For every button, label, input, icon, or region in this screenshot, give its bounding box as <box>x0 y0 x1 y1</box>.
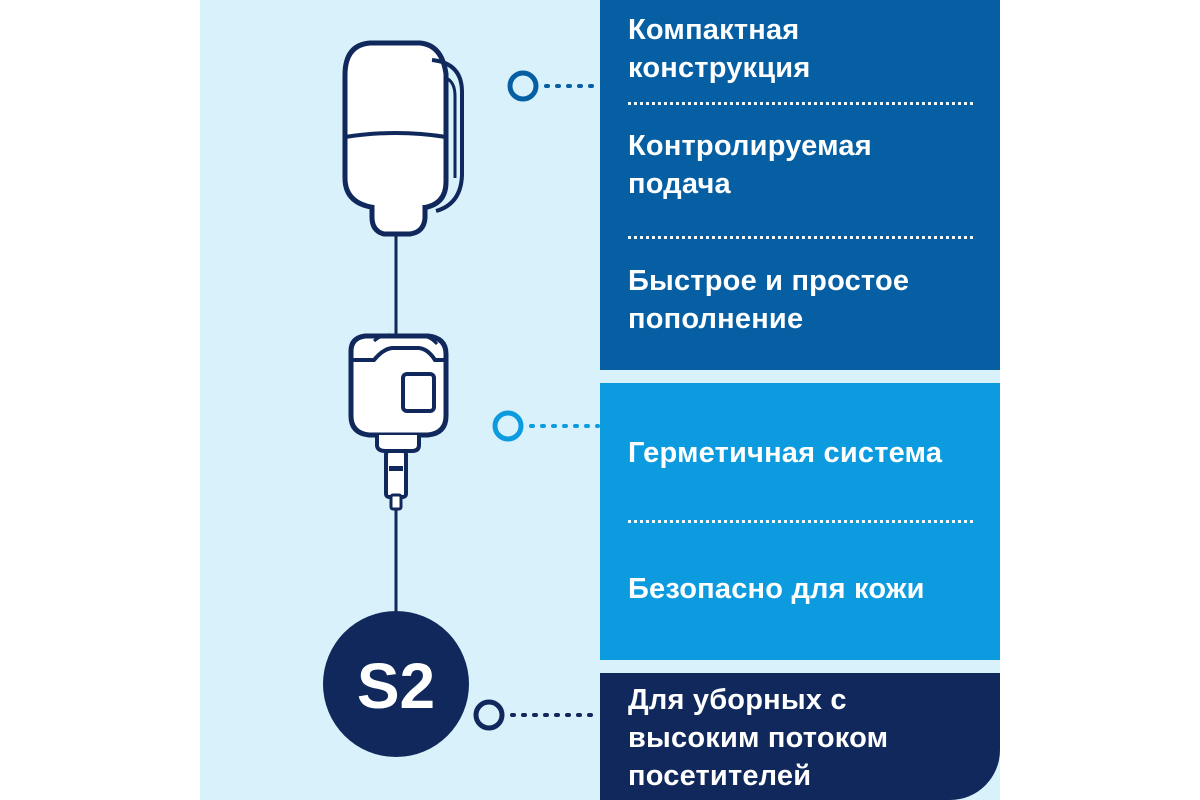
top-callout-connector <box>507 70 600 102</box>
feature-easy-refill: Быстрое и простое пополнение <box>628 265 910 335</box>
s2-badge: S2 <box>323 611 469 757</box>
feature-sealed-system: Герметичная система <box>628 437 943 469</box>
bottom-feature-panel: Для уборных с высоким потоком посетителе… <box>600 673 1000 800</box>
feature-separator <box>628 236 973 239</box>
svg-text:S2: S2 <box>357 650 435 722</box>
bottom-callout-connector <box>473 699 600 731</box>
dispenser-icon <box>342 40 464 237</box>
feature-high-traffic-restrooms: Для уборных с высоким потоком посетителе… <box>628 684 889 792</box>
feature-separator <box>628 520 973 523</box>
feature-controlled-supply: Контролируемая подача <box>628 130 872 200</box>
feature-skin-safe: Безопасно для кожи <box>628 573 925 605</box>
product-illustration: S2 <box>323 40 600 757</box>
top-feature-panel: Компактная конструкция Контролируемая по… <box>600 0 1000 370</box>
cartridge-pump-icon <box>348 333 449 511</box>
feature-separator <box>628 102 973 105</box>
middle-callout-connector <box>492 410 600 442</box>
middle-feature-panel: Герметичная система Безопасно для кожи <box>600 383 1000 660</box>
feature-compact-design: Компактная конструкция <box>628 14 811 84</box>
